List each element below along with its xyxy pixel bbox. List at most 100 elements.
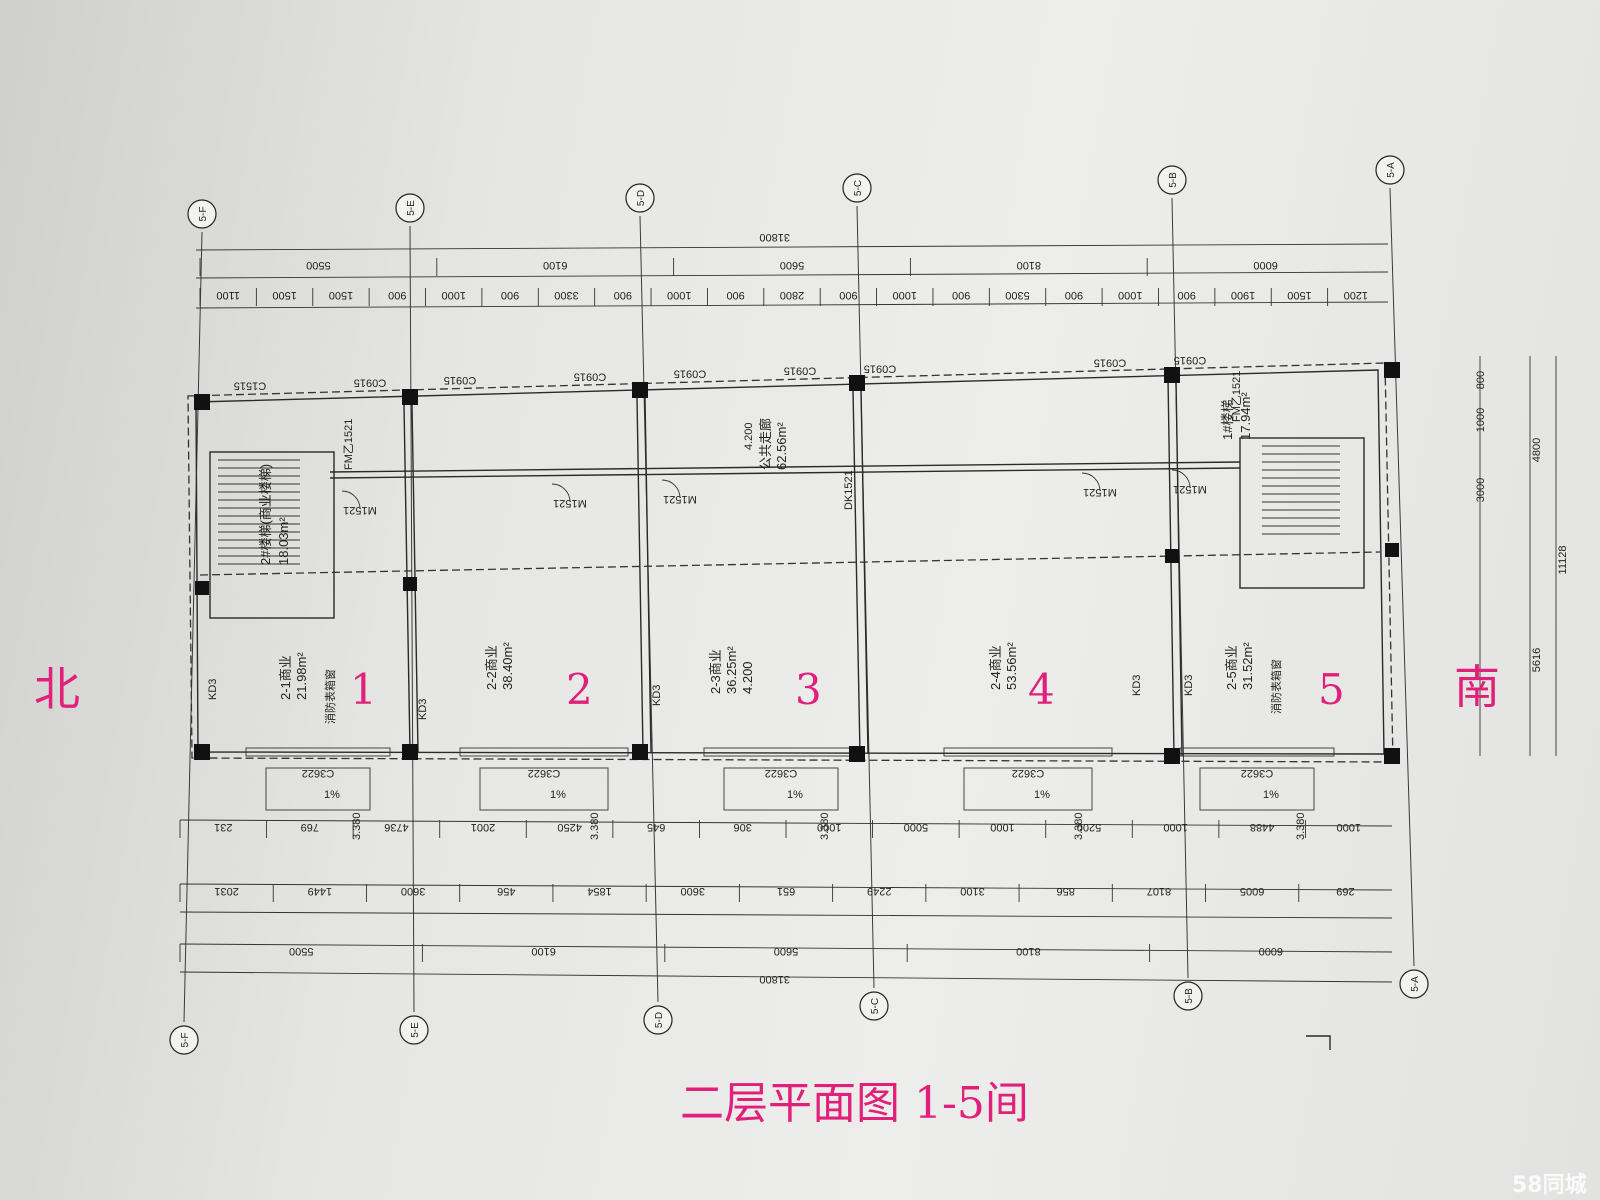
kd-label: KD3 bbox=[207, 679, 219, 700]
room-area: 36.25m² bbox=[724, 646, 739, 694]
dim-top-l3: 3300 bbox=[554, 289, 578, 301]
shop-door-code: M1521 bbox=[663, 493, 697, 505]
corridor-door: DK1521 bbox=[843, 470, 855, 510]
axis-label-top: 5-A bbox=[1386, 162, 1397, 178]
room-area: 53.56m² bbox=[1004, 642, 1019, 690]
level-bottom: 3.380 bbox=[589, 812, 601, 840]
dim-bottom-l4: 1000 bbox=[1163, 821, 1187, 833]
shop-door-code: M1521 bbox=[553, 497, 587, 509]
window-code-bottom: C3622 bbox=[528, 767, 560, 779]
dim-top-l3: 1900 bbox=[1231, 289, 1255, 301]
axis-line-5-F bbox=[183, 231, 203, 1023]
room-level: 4.200 bbox=[740, 661, 755, 694]
axis-bubble-bottom-5-F bbox=[169, 1025, 199, 1055]
dim-right: 11128 bbox=[1557, 546, 1569, 575]
dim-bottom-l3: 2249 bbox=[867, 885, 891, 897]
window-code-bottom: C3622 bbox=[302, 767, 334, 779]
dim-bottom-l4: 231 bbox=[214, 821, 232, 833]
dim-bottom-l2: 6000 bbox=[1259, 945, 1283, 957]
dim-bottom-l3: 269 bbox=[1336, 885, 1354, 897]
dim-right: 5616 bbox=[1531, 648, 1543, 672]
slope-label: 1% bbox=[1263, 789, 1279, 801]
dim-top-l3: 1000 bbox=[441, 289, 465, 301]
column-mid bbox=[1385, 543, 1399, 557]
axis-label-top: 5-D bbox=[636, 190, 647, 206]
slope-label: 1% bbox=[550, 789, 566, 801]
corridor-label: 公共走廊 62.56m² bbox=[758, 418, 789, 470]
bay-number: 2 bbox=[566, 665, 593, 714]
door-swing bbox=[1171, 469, 1191, 489]
dim-top-l3: 1500 bbox=[272, 289, 296, 301]
bottom-window bbox=[703, 747, 859, 757]
dim-bottom-l3: 3600 bbox=[681, 885, 705, 897]
north-label: 北 bbox=[34, 662, 80, 716]
axis-label-bottom: 5-B bbox=[1184, 988, 1195, 1004]
dim-right: 1000 bbox=[1475, 408, 1487, 432]
column-top bbox=[194, 394, 210, 410]
window-code-top: C0915 bbox=[1094, 356, 1126, 368]
column-bottom bbox=[402, 744, 418, 760]
corridor-level: 4.200 bbox=[743, 422, 755, 450]
dim-bottom-l4: 306 bbox=[734, 821, 752, 833]
axis-bubble-top-5-B bbox=[1157, 165, 1187, 195]
slope-label: 1% bbox=[787, 789, 803, 801]
axis-label-bottom: 5-D bbox=[654, 1012, 665, 1028]
axis-label-bottom: 5-E bbox=[410, 1022, 421, 1038]
axis-bubble-top-5-C bbox=[842, 173, 872, 203]
axis-bubble-top-5-F bbox=[187, 199, 217, 229]
room-name: 2-4商业 bbox=[988, 645, 1003, 690]
slope-label: 1% bbox=[324, 789, 340, 801]
dim-bottom-l4: 1000 bbox=[817, 821, 841, 833]
dim-bottom-l4: 1000 bbox=[990, 821, 1014, 833]
dim-top-l3: 1200 bbox=[1344, 289, 1368, 301]
dim-bottom-l2: 5500 bbox=[289, 945, 313, 957]
window-code-top: C0915 bbox=[354, 376, 386, 388]
room-name: 2-5商业 bbox=[1224, 645, 1239, 690]
column-mid bbox=[403, 577, 417, 591]
window-code-top: C0915 bbox=[444, 374, 476, 386]
dim-top-l2: 8100 bbox=[1017, 259, 1041, 271]
dim-top-l3: 900 bbox=[1177, 289, 1195, 301]
dim-bottom-total: 31800 bbox=[759, 973, 790, 985]
door-swing bbox=[1081, 472, 1101, 492]
axis-bubble-top-5-E bbox=[395, 193, 425, 223]
window-code-bottom: C3622 bbox=[765, 767, 797, 779]
level-bottom: 3.380 bbox=[1295, 812, 1307, 840]
dim-top-l3: 900 bbox=[388, 289, 406, 301]
shop-door-code: M1521 bbox=[1173, 483, 1207, 495]
dim-right: 3000 bbox=[1475, 478, 1487, 502]
bottom-window bbox=[245, 747, 391, 757]
room-area: 31.52m² bbox=[1240, 642, 1255, 690]
corridor-name: 公共走廊 bbox=[758, 418, 773, 470]
column-top bbox=[849, 375, 865, 391]
exterior-walls: C36221%3.380C36221%3.380C36221%3.380C362… bbox=[187, 362, 1394, 840]
kd-label: KD3 bbox=[417, 699, 429, 720]
room-name: 2-1商业 bbox=[278, 655, 293, 700]
column-mid bbox=[195, 581, 209, 595]
dim-top-l2: 5500 bbox=[306, 259, 330, 271]
room-name: 2-3商业 bbox=[708, 649, 723, 694]
column-mid bbox=[1165, 549, 1179, 563]
level-bottom: 3.380 bbox=[1073, 812, 1085, 840]
stair-south-label: 1#楼梯 17.94m² bbox=[1220, 392, 1253, 440]
level-bottom: 3.380 bbox=[351, 812, 363, 840]
dim-bottom-l3: 856 bbox=[1057, 885, 1075, 897]
dim-bottom-l3: 3100 bbox=[960, 885, 984, 897]
window-code-top: C0915 bbox=[864, 363, 896, 375]
dim-top-total: 31800 bbox=[759, 231, 790, 243]
dim-bottom-l4: 4736 bbox=[384, 821, 408, 833]
column-bottom bbox=[849, 746, 865, 762]
window-code-top: C0915 bbox=[574, 370, 606, 382]
dim-right: 4800 bbox=[1531, 438, 1543, 462]
slope-label: 1% bbox=[1034, 789, 1050, 801]
column-bottom bbox=[1384, 748, 1400, 764]
dim-bottom-l2: 8100 bbox=[1016, 945, 1040, 957]
column-top bbox=[632, 382, 648, 398]
dim-bottom-l3: 8107 bbox=[1147, 885, 1171, 897]
dim-top-l3: 1500 bbox=[1287, 289, 1311, 301]
dim-top-l3: 1500 bbox=[329, 289, 353, 301]
